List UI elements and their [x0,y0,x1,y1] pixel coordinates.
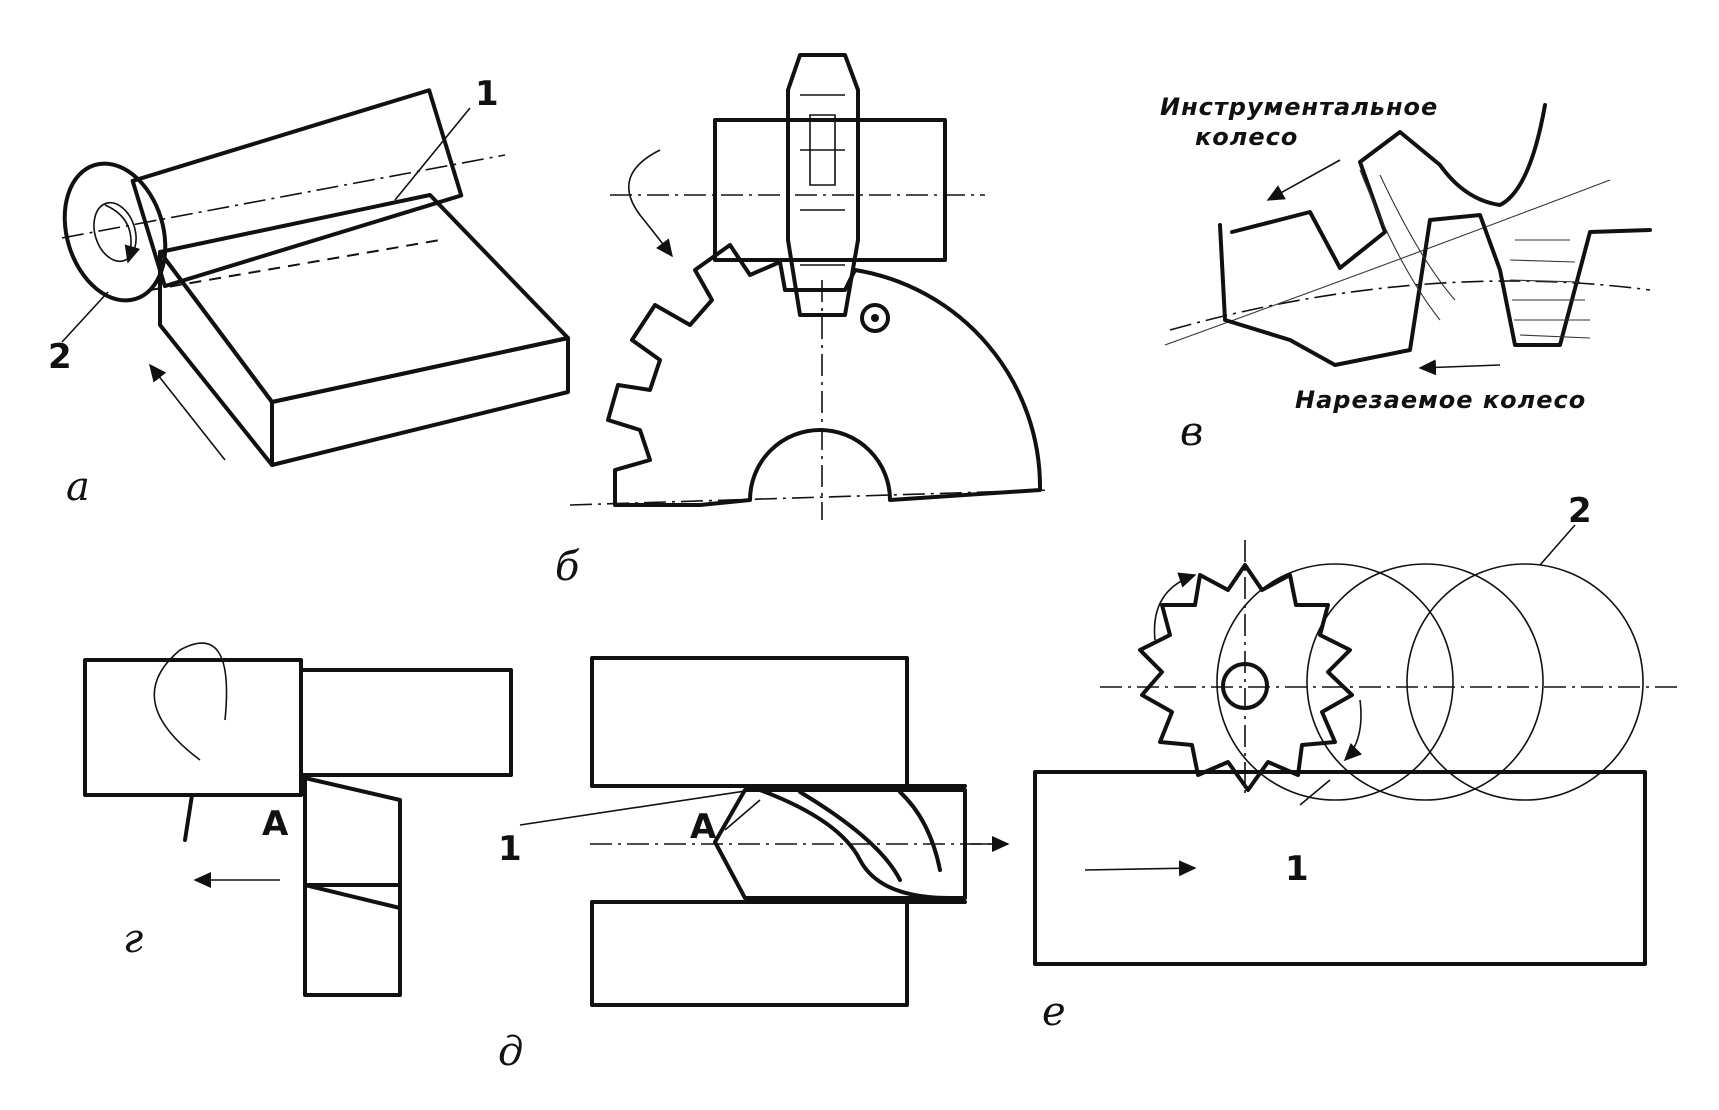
tool-direction-arrow [1266,159,1341,201]
panel-letter-b: б [555,544,580,590]
rotation-arrow [153,642,228,761]
roller-cylinder [130,88,464,289]
callout-2: 2 [48,337,72,377]
panel-a: 1 2 а [48,74,570,510]
panel-g: А г [83,642,513,997]
cut-direction-arrow [1418,359,1501,376]
roller-axis [61,154,506,239]
feed-arrow [1084,860,1197,877]
roller-bore [93,201,137,263]
cutting-tool [303,776,402,910]
cutter-shaft [713,118,947,262]
gear-hole [860,303,890,333]
contact-line-dashed [149,239,441,291]
callout-1: 1 [475,74,499,114]
callout-1: 1 [498,829,522,869]
panel-e: 2 1 е [1033,491,1680,1035]
workpiece-small-diameter [299,668,513,777]
cut-wheel-caption: Нарезаемое колесо [1295,386,1586,414]
point-a: А [262,804,289,844]
workpiece-bottom-section [590,900,909,1007]
panel-d: А 1 д [498,656,1010,1075]
tool-shank [303,883,402,997]
callout-1: 1 [1285,849,1309,889]
panel-v: Инструментальное колесо Нарезаемое колес… [1160,93,1652,455]
gear-sector [606,243,1043,507]
tool-wheel-caption-2: колесо [1195,123,1298,151]
tool-wheel-profile [1230,103,1547,270]
roller-end-face [62,161,168,303]
point-a: А [690,807,717,847]
panel-letter-g: г [123,916,143,962]
panel-letter-a: а [66,464,90,510]
feed-arrow [149,363,226,461]
cut-wheel-profile [1218,213,1652,367]
rotation-arrow-2 [1343,699,1362,762]
cutter-position-4 [1406,563,1644,801]
panel-letter-v: в [1180,409,1203,455]
cutter-position-3 [1306,563,1544,801]
shaping-cutter [786,53,860,317]
milling-cutter [1138,563,1354,792]
cut-tooth-hatching [1509,239,1591,339]
panel-letter-d: д [498,1029,523,1075]
panel-letter-e: е [1042,989,1066,1035]
rotation-arrow [628,149,673,258]
drill-flutes [758,788,952,900]
block-front-face [270,336,570,467]
workpiece-top-section [590,656,909,788]
rotation-arrow [104,204,141,264]
pitch-line [1169,280,1651,331]
tool-wheel-caption: Инструментальное [1160,93,1438,121]
panel-b: б [555,53,1051,590]
gear-base-line [569,489,1051,506]
callout-2: 2 [1568,491,1592,531]
rotation-arrow [1153,572,1197,641]
block-side-face [158,250,274,467]
workpiece-large-diameter [83,658,303,797]
cutter-position-2 [1216,563,1454,801]
workpiece [1033,770,1647,966]
